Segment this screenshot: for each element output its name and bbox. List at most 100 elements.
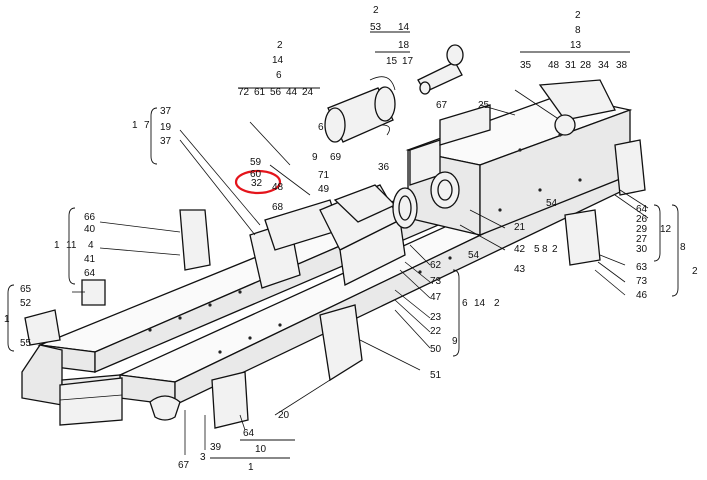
frame-holes	[148, 133, 582, 354]
callout: 9	[312, 152, 318, 163]
callout: 6	[462, 298, 468, 309]
callout: 1	[54, 240, 60, 251]
callout: 39	[210, 442, 222, 453]
fifth-wheel-assembly	[333, 171, 460, 229]
callout: 1	[248, 462, 254, 473]
callout: 55	[20, 338, 32, 349]
callout: 61	[254, 87, 266, 98]
callout: 8	[542, 244, 548, 255]
callout: 27	[636, 234, 648, 245]
callout: 63	[636, 262, 648, 273]
spring-bracket-right	[149, 304, 363, 429]
callout: 72	[238, 87, 250, 98]
callout: 54	[468, 250, 480, 261]
callout: 19	[160, 122, 172, 133]
callout: 21	[514, 222, 526, 233]
callout: 37	[160, 136, 172, 147]
callout: 24	[302, 87, 314, 98]
callout: 6	[318, 122, 324, 133]
callout: 67	[436, 100, 448, 111]
callout: 22	[430, 326, 442, 337]
callout: 6	[276, 70, 282, 81]
callout: 7	[144, 120, 150, 131]
front-cross-member	[21, 344, 123, 426]
shaft-pin	[417, 44, 464, 95]
callout: 2	[552, 244, 558, 255]
callout: 46	[636, 290, 648, 301]
callout: 2	[277, 40, 283, 51]
callout: 2	[575, 10, 581, 21]
callout: 52	[20, 298, 32, 309]
callout: 68	[272, 202, 284, 213]
callout: 8	[680, 242, 686, 253]
callout: 2	[692, 266, 698, 277]
callout: 64	[84, 268, 96, 279]
callout: 8	[575, 25, 581, 36]
callout: 23	[430, 312, 442, 323]
callout: 11	[66, 240, 77, 251]
callout: 51	[430, 370, 442, 381]
callout: 2	[494, 298, 500, 309]
callout: 1	[132, 120, 138, 131]
callout: 32	[251, 178, 263, 189]
callout: 12	[660, 224, 672, 235]
callout: 3	[200, 452, 206, 463]
callout: 66	[84, 212, 96, 223]
callout: 34	[598, 60, 610, 71]
callout: 53	[370, 22, 382, 33]
callout: 31	[565, 60, 577, 71]
callout: 64	[636, 204, 648, 215]
callout: 50	[430, 344, 442, 355]
cylinder-bushing	[324, 76, 396, 143]
callout: 17	[402, 56, 414, 67]
callout: 73	[430, 276, 442, 287]
callout: 25	[478, 100, 490, 111]
callout: 35	[520, 60, 532, 71]
callout: 14	[272, 55, 284, 66]
callout-labels: 53 2 14 18 15 17 2 8 13 35 48 31 28 34 3…	[4, 5, 698, 473]
callout: 54	[546, 198, 558, 209]
highlight-ring	[234, 169, 282, 195]
spring-bracket-left	[24, 209, 211, 346]
callout: 20	[278, 410, 290, 421]
callout: 37	[160, 106, 172, 117]
callout: 2	[373, 5, 379, 16]
callout: 43	[514, 264, 526, 275]
torsion-bar	[514, 79, 616, 136]
callout: 44	[286, 87, 298, 98]
callout: 29	[636, 224, 648, 235]
callout: 15	[386, 56, 398, 67]
callout: 42	[514, 244, 526, 255]
callout: 30	[636, 244, 648, 255]
callout: 73	[636, 276, 648, 287]
leader-lines	[72, 104, 649, 455]
rear-frame-section	[405, 94, 633, 236]
callout: 41	[84, 254, 96, 265]
callout: 13	[570, 40, 582, 51]
callout: 64	[243, 428, 255, 439]
callout: 56	[270, 87, 282, 98]
callout: 1	[4, 314, 10, 325]
callout: 65	[20, 284, 32, 295]
callout: 60	[250, 169, 262, 180]
callout: 14	[398, 22, 410, 33]
callout: 40	[84, 224, 96, 235]
callout: 62	[430, 260, 442, 271]
callout: 49	[318, 184, 330, 195]
group-braces	[7, 31, 679, 459]
callout: 5	[534, 244, 540, 255]
callout: 28	[580, 60, 592, 71]
callout: 9	[452, 336, 458, 347]
callout: 14	[474, 298, 486, 309]
callout: 38	[616, 60, 628, 71]
callout: 18	[398, 40, 410, 51]
callout: 59	[250, 157, 262, 168]
callout: 67	[178, 460, 190, 471]
callout: 48	[548, 60, 560, 71]
callout: 26	[636, 214, 648, 225]
callout: 48	[272, 182, 284, 193]
callout: 10	[255, 444, 267, 455]
callout: 71	[318, 170, 330, 181]
callout: 4	[88, 240, 94, 251]
